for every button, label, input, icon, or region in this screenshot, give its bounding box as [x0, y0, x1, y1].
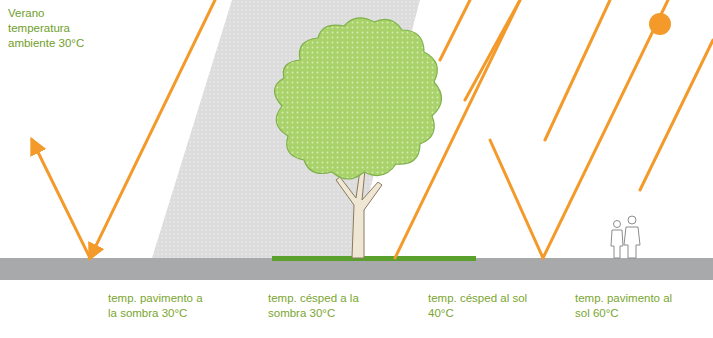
temperature-label: temp. pavimento al sol 60°C: [575, 291, 685, 321]
lawn-strip: [272, 256, 476, 261]
temperature-label: temp. césped al sol 40°C: [428, 291, 528, 321]
season-note: Verano temperatura ambiente 30°C: [8, 6, 92, 51]
tree-trunk: [336, 170, 382, 258]
temperature-label: temp. césped a la sombra 30°C: [268, 291, 368, 321]
pavement: [0, 258, 713, 280]
temperature-label: temp. pavimento a la sombra 30°C: [108, 291, 208, 321]
tree-canopy: [274, 18, 441, 179]
people: [611, 216, 640, 258]
sun-rays: [32, 0, 713, 258]
